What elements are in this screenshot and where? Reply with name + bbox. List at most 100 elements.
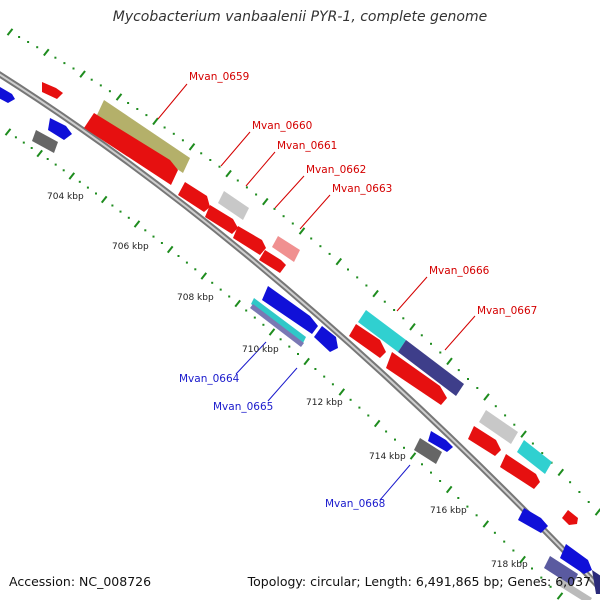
gene-block[interactable] [251, 298, 306, 343]
major-tick [115, 93, 123, 101]
tick-label: 716 kbp [430, 506, 467, 516]
minor-tick [310, 237, 313, 240]
minor-tick [236, 179, 239, 182]
gene-label-mvan-0660[interactable]: Mvan_0660 [252, 120, 312, 132]
minor-tick [144, 229, 147, 232]
minor-tick [512, 549, 515, 552]
major-tick [445, 485, 453, 494]
tick-row-inner [4, 128, 564, 600]
gene-label-mvan-0666[interactable]: Mvan_0666 [429, 265, 490, 277]
minor-tick [108, 90, 111, 93]
major-tick [6, 28, 14, 36]
minor-tick [245, 186, 248, 189]
gene-block[interactable] [517, 440, 552, 474]
minor-tick [394, 438, 396, 441]
gene-label-mvan-0665[interactable]: Mvan_0665 [213, 401, 273, 413]
minor-tick [331, 383, 334, 386]
major-tick [200, 272, 208, 280]
minor-tick [402, 317, 405, 320]
gene-arrow[interactable] [349, 324, 386, 358]
minor-tick [430, 471, 432, 474]
gene-arrow[interactable] [84, 113, 178, 185]
gene-arrow[interactable] [233, 226, 266, 255]
gene-block[interactable] [544, 556, 578, 586]
major-tick [152, 117, 159, 126]
minor-tick [587, 501, 590, 503]
gene-arrow[interactable] [518, 508, 548, 533]
major-tick [4, 128, 12, 136]
gene-arrow[interactable] [0, 84, 15, 103]
major-tick [520, 430, 527, 438]
gene-arrow[interactable] [32, 130, 58, 153]
gene-block[interactable] [358, 310, 406, 352]
major-tick [79, 70, 86, 78]
minor-tick [30, 147, 33, 149]
minor-tick [385, 430, 388, 433]
minor-tick [127, 216, 130, 219]
gene-arrow[interactable] [259, 250, 286, 273]
minor-tick [90, 78, 93, 81]
major-tick [409, 323, 416, 331]
gene-label-mvan-0662[interactable]: Mvan_0662 [306, 164, 366, 176]
gene-label-mvan-0664[interactable]: Mvan_0664 [179, 373, 240, 385]
minor-tick [209, 159, 212, 161]
minor-tick [27, 41, 30, 43]
minor-tick [99, 84, 102, 87]
gene-block[interactable] [479, 410, 518, 444]
minor-tick [253, 316, 256, 319]
gene-arrow[interactable] [562, 510, 578, 525]
minor-tick [72, 67, 75, 70]
gene-arrow[interactable] [205, 205, 238, 234]
gene-arrow[interactable] [314, 326, 338, 352]
minor-tick [439, 351, 442, 354]
gene-block[interactable] [218, 191, 249, 220]
gene-arrow[interactable] [262, 286, 318, 334]
tick-label: 718 kbp [491, 560, 528, 570]
minor-tick [14, 136, 17, 139]
minor-tick [476, 387, 479, 389]
major-tick [557, 468, 565, 477]
minor-tick [531, 567, 533, 570]
minor-tick [349, 398, 352, 401]
minor-tick [540, 576, 543, 579]
minor-tick [393, 309, 396, 311]
minor-tick [541, 452, 544, 455]
minor-tick [18, 36, 21, 38]
minor-tick [145, 114, 148, 117]
minor-tick [177, 255, 180, 257]
gene-block[interactable] [556, 578, 592, 600]
gene-block[interactable] [250, 304, 304, 347]
minor-tick [493, 531, 496, 534]
gene-arrow[interactable] [428, 431, 453, 452]
gene-block[interactable] [414, 438, 442, 464]
gene-label-mvan-0661[interactable]: Mvan_0661 [277, 140, 337, 152]
gene-label-mvan-0663[interactable]: Mvan_0663 [332, 183, 392, 195]
minor-tick [297, 353, 299, 355]
gene-arrow[interactable] [468, 426, 501, 456]
gene-block[interactable] [272, 236, 300, 262]
gene-arrow[interactable] [42, 82, 63, 99]
gene-label-mvan-0667[interactable]: Mvan_0667 [477, 305, 537, 317]
gene-label-mvan-0659[interactable]: Mvan_0659 [189, 71, 249, 83]
minor-tick [63, 62, 66, 65]
gene-arrow[interactable] [500, 454, 540, 489]
major-tick [234, 299, 241, 308]
gene-label-mvan-0668[interactable]: Mvan_0668 [325, 498, 385, 510]
gene-arrow[interactable] [560, 544, 592, 574]
major-tick [262, 197, 269, 206]
gene-block[interactable] [97, 100, 190, 173]
genome-backbone-highlight [0, 73, 600, 589]
minor-tick [457, 497, 460, 499]
minor-tick [185, 261, 188, 264]
gene-block[interactable] [398, 340, 464, 396]
major-tick [303, 357, 310, 366]
gene-arrow[interactable] [48, 118, 72, 140]
minor-tick [218, 165, 221, 168]
minor-tick [421, 463, 423, 466]
gene-arrow[interactable] [178, 182, 210, 212]
minor-tick [467, 378, 469, 380]
gene-arrow[interactable] [386, 352, 447, 405]
minor-tick [127, 102, 130, 104]
minor-tick [403, 446, 405, 449]
gene-arrow[interactable] [592, 570, 600, 594]
